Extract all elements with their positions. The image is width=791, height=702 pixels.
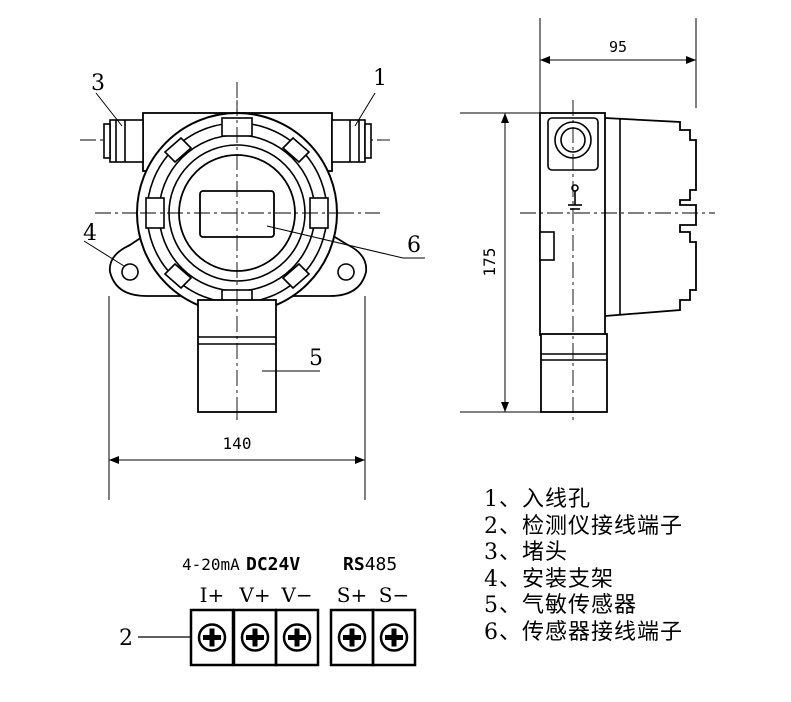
cable-entry-gland-right [331,119,366,163]
terminal-label-5: S− [379,583,409,607]
callout-1: 1 [373,66,387,91]
dim-height: 175 [480,248,499,277]
terminal-label-2: V+ [238,583,270,607]
side-sensor [540,333,608,413]
terminal-label-1: I+ [200,583,225,607]
side-view [520,100,715,420]
dim-top-width: 95 [609,38,627,56]
terminal-block: 4-20mA DC24V RS485 I+ V+ V− S+ S− [138,554,417,667]
terminal-1 [189,608,235,667]
dim-width: 140 [223,434,252,453]
height-dimension [460,112,541,413]
terminal-3 [274,608,320,667]
plus-screw-icon [282,623,312,652]
bracket-hole-left [121,263,139,281]
legend-item-6: 6、传感器接线端子 [484,619,683,645]
width-dimension [108,296,366,500]
terminal-5 [371,608,417,667]
legend-item-3: 3、堵头 [484,540,568,565]
group-power-label: DC24V [246,554,300,575]
legend-item-4: 4、安装支架 [484,566,614,592]
legend: 1、入线孔 2、检测仪接线端子 3、堵头 4、安装支架 5、气敏传感器 6、传感… [484,487,784,646]
mounting-bracket [108,224,368,297]
terminal-2 [232,608,278,667]
legend-item-1: 1、入线孔 [484,487,591,512]
callout-4: 4 [83,221,97,246]
side-cover [604,117,697,317]
terminal-label-4: S+ [337,583,367,607]
bracket-hole-right [337,263,355,281]
group-bus-prefix: RS [343,554,365,575]
callout-3: 3 [91,71,105,96]
front-view [80,82,390,420]
top-width-dimension [539,18,697,113]
svg-text:RS485: RS485 [343,554,397,575]
plus-screw-icon [240,623,270,652]
leader-lines [83,92,425,372]
callout-6: 6 [407,233,421,258]
callout-5: 5 [309,346,323,371]
plus-screw-icon [379,623,409,652]
plus-screw-icon [197,623,227,652]
callout-2: 2 [119,626,133,651]
group-bus-suffix: 485 [365,554,398,575]
legend-item-2: 2、检测仪接线端子 [484,513,683,539]
legend-item-5: 5、气敏传感器 [484,593,637,618]
plus-screw-icon [337,623,367,652]
terminal-label-3: V− [280,583,312,607]
plug-gland-left [109,119,144,163]
terminal-4 [329,608,375,667]
group-current-label: 4-20mA [182,555,240,574]
